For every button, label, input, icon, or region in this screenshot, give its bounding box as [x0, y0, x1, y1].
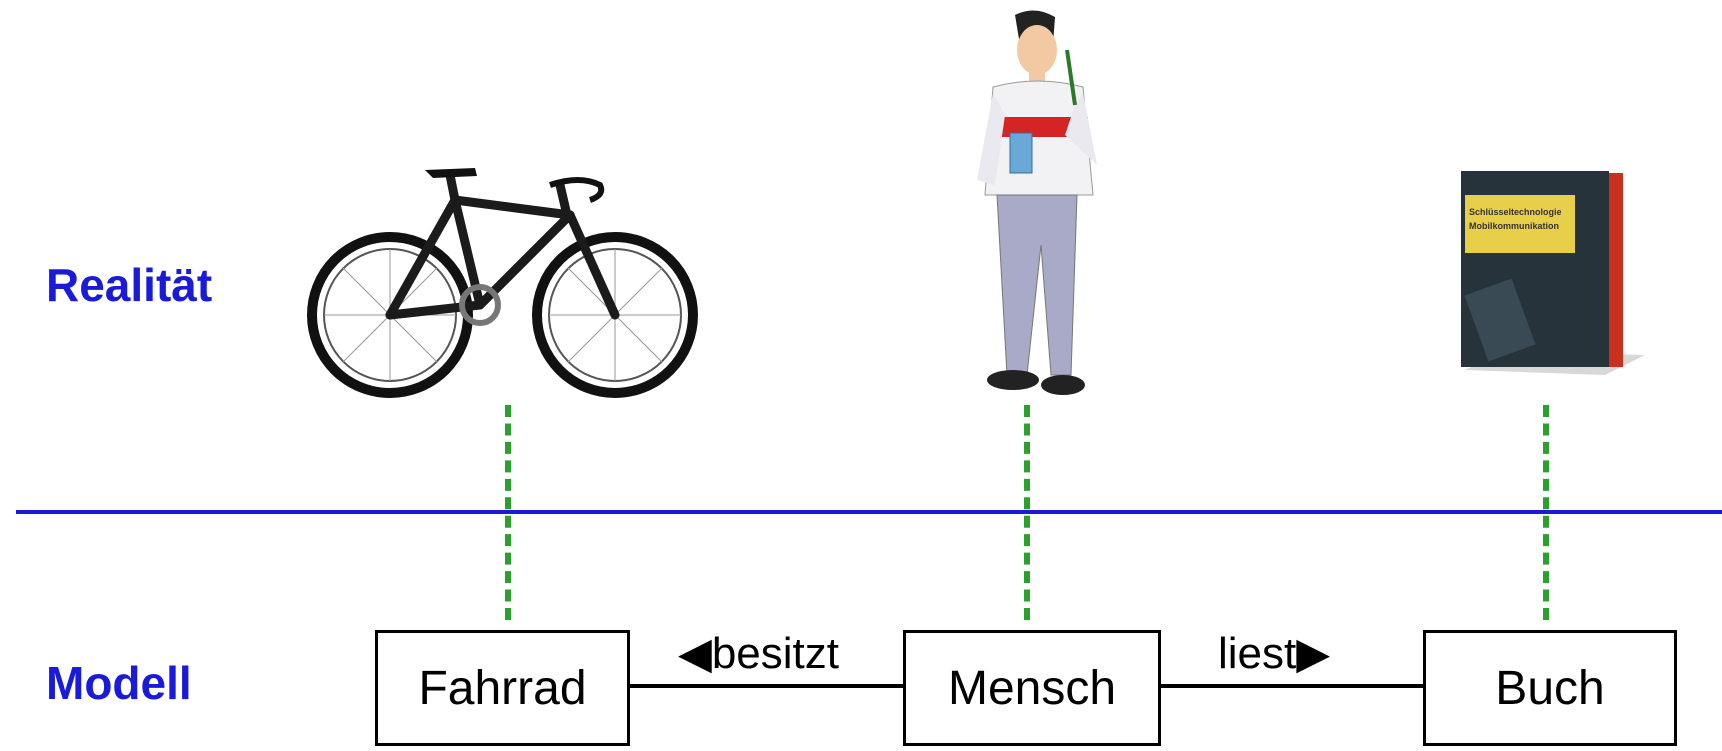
trace-line-buch — [1543, 405, 1555, 620]
association-label-liest: liest▶ — [1218, 629, 1331, 678]
book-title-line1: Schlüsseltechnologie — [1469, 207, 1562, 217]
person-image — [977, 10, 1097, 395]
model-label: Modell — [46, 657, 192, 709]
class-box-mensch: Mensch — [903, 630, 1161, 746]
layer-divider — [16, 510, 1722, 514]
trace-line-mensch — [1024, 405, 1036, 620]
book-image: Schlüsseltechnologie Mobilkommunikation — [1461, 171, 1645, 375]
trace-line-fahrrad — [505, 405, 517, 620]
class-name: Fahrrad — [418, 661, 587, 715]
class-name: Buch — [1495, 661, 1605, 715]
class-box-buch: Buch — [1423, 630, 1677, 746]
class-box-fahrrad: Fahrrad — [375, 630, 630, 746]
association-line-besitzt — [630, 684, 903, 688]
book-title-line2: Mobilkommunikation — [1469, 221, 1559, 231]
bicycle-image — [307, 168, 698, 398]
class-name: Mensch — [947, 661, 1117, 715]
association-line-liest — [1161, 684, 1423, 688]
association-label-besitzt: ◀besitzt — [678, 629, 840, 678]
reality-label: Realität — [46, 259, 213, 311]
